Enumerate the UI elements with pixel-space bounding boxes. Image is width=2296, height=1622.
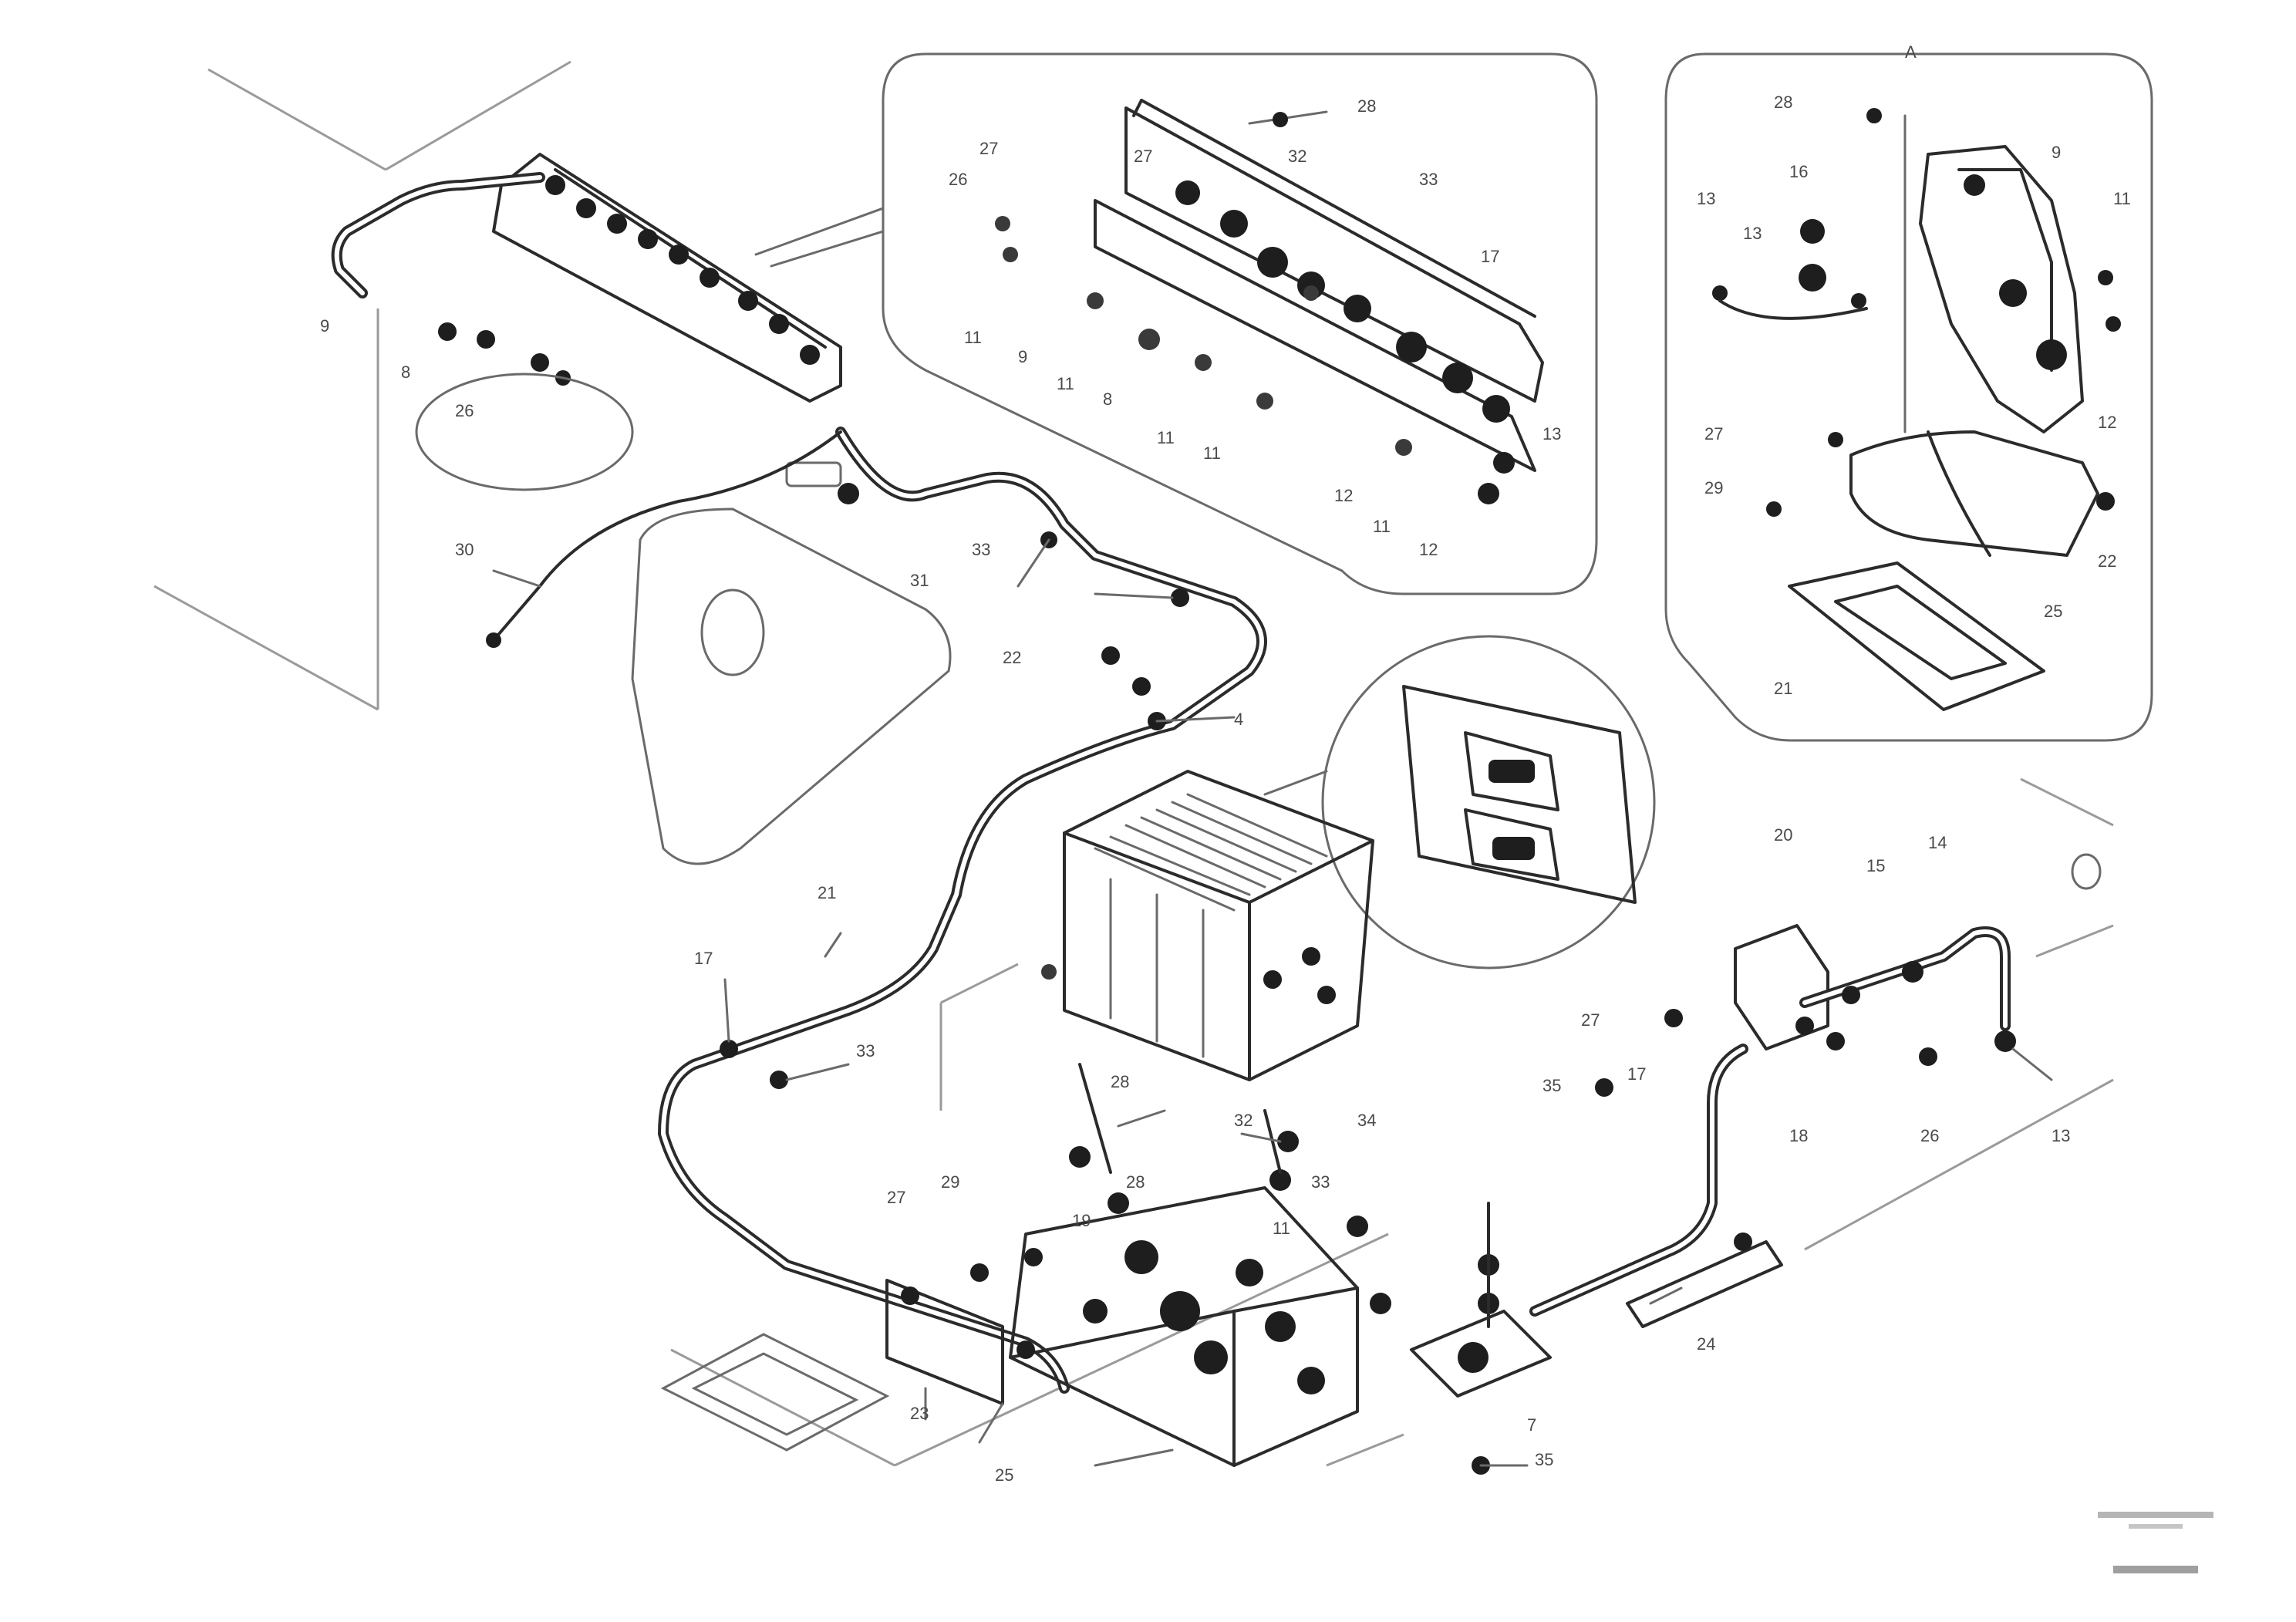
callout-label: 12 xyxy=(2098,413,2116,432)
lower-right-switch xyxy=(1410,1202,1552,1475)
callout-label: 17 xyxy=(694,949,713,968)
callout-labels-main: 9 8 26 30 31 33 22 4 21 17 33 28 29 27 3… xyxy=(320,316,1715,1485)
callout-label: 33 xyxy=(972,540,990,559)
callout-label: 11 xyxy=(1373,517,1391,536)
inset-right-frame xyxy=(1664,52,2153,742)
callout-label: 24 xyxy=(1697,1334,1715,1354)
callout-label: 27 xyxy=(979,139,998,158)
callout-label: 28 xyxy=(1126,1172,1145,1192)
callout-label: 32 xyxy=(1288,147,1306,166)
callout-label: 26 xyxy=(455,401,474,420)
lower-valve-assembly xyxy=(885,1063,1391,1467)
callout-label: 4 xyxy=(1234,710,1243,729)
callout-label: 11 xyxy=(1057,374,1074,393)
callout-labels-inset-right: A 28 13 16 13 9 11 27 29 12 22 25 21 xyxy=(1697,42,2131,698)
center-control-box xyxy=(1041,770,1374,1081)
callout-label: 29 xyxy=(1704,478,1723,497)
callout-label: 33 xyxy=(1311,1172,1330,1192)
callout-label: 22 xyxy=(1003,648,1021,667)
callout-label: 27 xyxy=(1581,1010,1600,1030)
callout-label: 33 xyxy=(856,1041,875,1061)
callout-label: 9 xyxy=(1018,347,1027,366)
callout-label: 20 xyxy=(1774,825,1792,845)
callout-label: 27 xyxy=(1134,147,1152,166)
callout-label: 9 xyxy=(320,316,329,336)
callout-label: 8 xyxy=(401,363,410,382)
callout-label: 30 xyxy=(455,540,474,559)
callout-label: 21 xyxy=(1774,679,1792,698)
callout-label: 8 xyxy=(1103,389,1112,409)
callout-label: 11 xyxy=(1157,428,1175,447)
callout-label: 15 xyxy=(1866,856,1885,875)
side-plate-outline xyxy=(631,461,952,865)
callout-label: 11 xyxy=(1203,443,1221,463)
callout-labels-pump-group: 20 15 14 27 17 35 18 26 13 xyxy=(1542,825,2070,1145)
callout-label: 28 xyxy=(1111,1072,1129,1091)
callout-label: 14 xyxy=(1928,833,1947,852)
callout-label: 34 xyxy=(1357,1111,1376,1130)
callout-label: 13 xyxy=(2052,1126,2070,1145)
callout-label: 17 xyxy=(1627,1064,1646,1084)
callout-label: 9 xyxy=(2052,143,2061,162)
callout-label: 29 xyxy=(941,1172,959,1192)
callout-label: 16 xyxy=(1789,162,1808,181)
callout-label: 26 xyxy=(949,170,967,189)
callout-label: 28 xyxy=(1774,93,1792,112)
drawing-reference-stamp xyxy=(2098,1512,2213,1573)
callout-label: 25 xyxy=(995,1465,1013,1485)
upper-hose-loop xyxy=(331,172,634,491)
callout-label: 35 xyxy=(1535,1450,1553,1469)
floor-plate xyxy=(660,1333,890,1452)
callout-label: 12 xyxy=(1419,540,1438,559)
leader-lines xyxy=(492,538,2053,1467)
callout-label: 27 xyxy=(887,1188,905,1207)
callout-label: 11 xyxy=(964,328,982,347)
callout-label: 13 xyxy=(1743,224,1762,243)
callout-label: 26 xyxy=(1920,1126,1939,1145)
circle-detail-switches xyxy=(1263,635,1656,969)
inset-top-valve-rail xyxy=(995,99,1544,504)
callout-label: 32 xyxy=(1234,1111,1253,1130)
callout-label: 17 xyxy=(1481,247,1499,266)
callout-label: 27 xyxy=(1704,424,1723,443)
callout-label: 28 xyxy=(1357,96,1376,116)
callout-label: 18 xyxy=(1789,1126,1808,1145)
callout-label: 7 xyxy=(1527,1415,1536,1435)
main-hydraulic-hose xyxy=(486,427,1267,1394)
right-pump-group xyxy=(1529,853,2102,1328)
callout-label: 21 xyxy=(818,883,836,902)
callout-label: 13 xyxy=(1697,189,1715,208)
callout-label: 35 xyxy=(1542,1076,1561,1095)
callout-label: 11 xyxy=(2113,189,2131,208)
callout-label: 11 xyxy=(1273,1219,1290,1238)
callout-label: 19 xyxy=(1072,1211,1091,1230)
inset-top-frame xyxy=(754,52,1598,595)
callout-labels-inset-top: 28 27 26 27 32 33 17 11 9 11 8 11 11 12 … xyxy=(949,96,1561,559)
callout-label: 13 xyxy=(1542,424,1561,443)
callout-label: A xyxy=(1905,42,1917,62)
callout-label: 22 xyxy=(2098,551,2116,571)
callout-label: 33 xyxy=(1419,170,1438,189)
background-frame-lines xyxy=(153,60,2114,1467)
callout-label: 12 xyxy=(1334,486,1353,505)
callout-label: 25 xyxy=(2044,602,2062,621)
callout-label: 31 xyxy=(910,571,929,590)
inset-right-pedal-assembly xyxy=(1712,108,2121,711)
callout-label: 23 xyxy=(910,1404,929,1423)
